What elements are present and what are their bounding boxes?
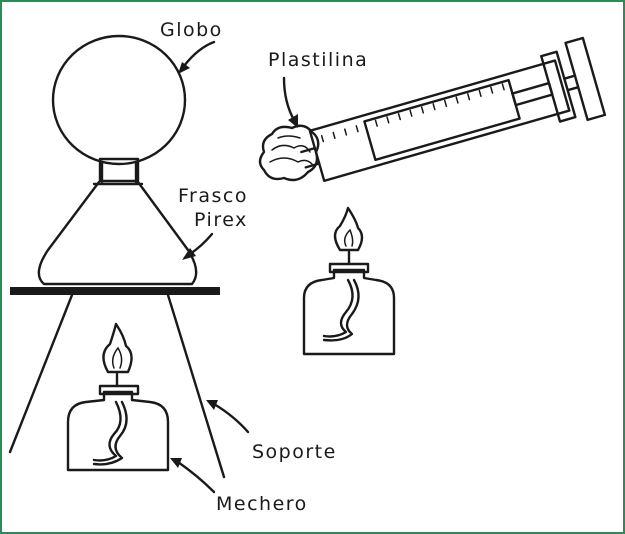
burner-right [304,208,394,354]
label-pirex: Pirex [194,209,248,231]
label-arrows [170,42,298,492]
flask [39,182,196,284]
burner-under-stand [68,324,168,470]
label-frasco: Frasco [178,185,248,207]
syringe-barrel [310,61,569,181]
arrow-head-icon [178,62,190,74]
label-plastilina: Plastilina [268,49,368,71]
stand-leg-left [10,295,72,452]
balloon [53,36,185,182]
flame-icon [335,208,362,250]
label-mechero: Mechero [216,493,308,515]
stand-leg-right [168,295,224,477]
label-globo: Globo [160,19,223,41]
label-soporte: Soporte [252,441,337,463]
stand-plate [10,287,220,295]
